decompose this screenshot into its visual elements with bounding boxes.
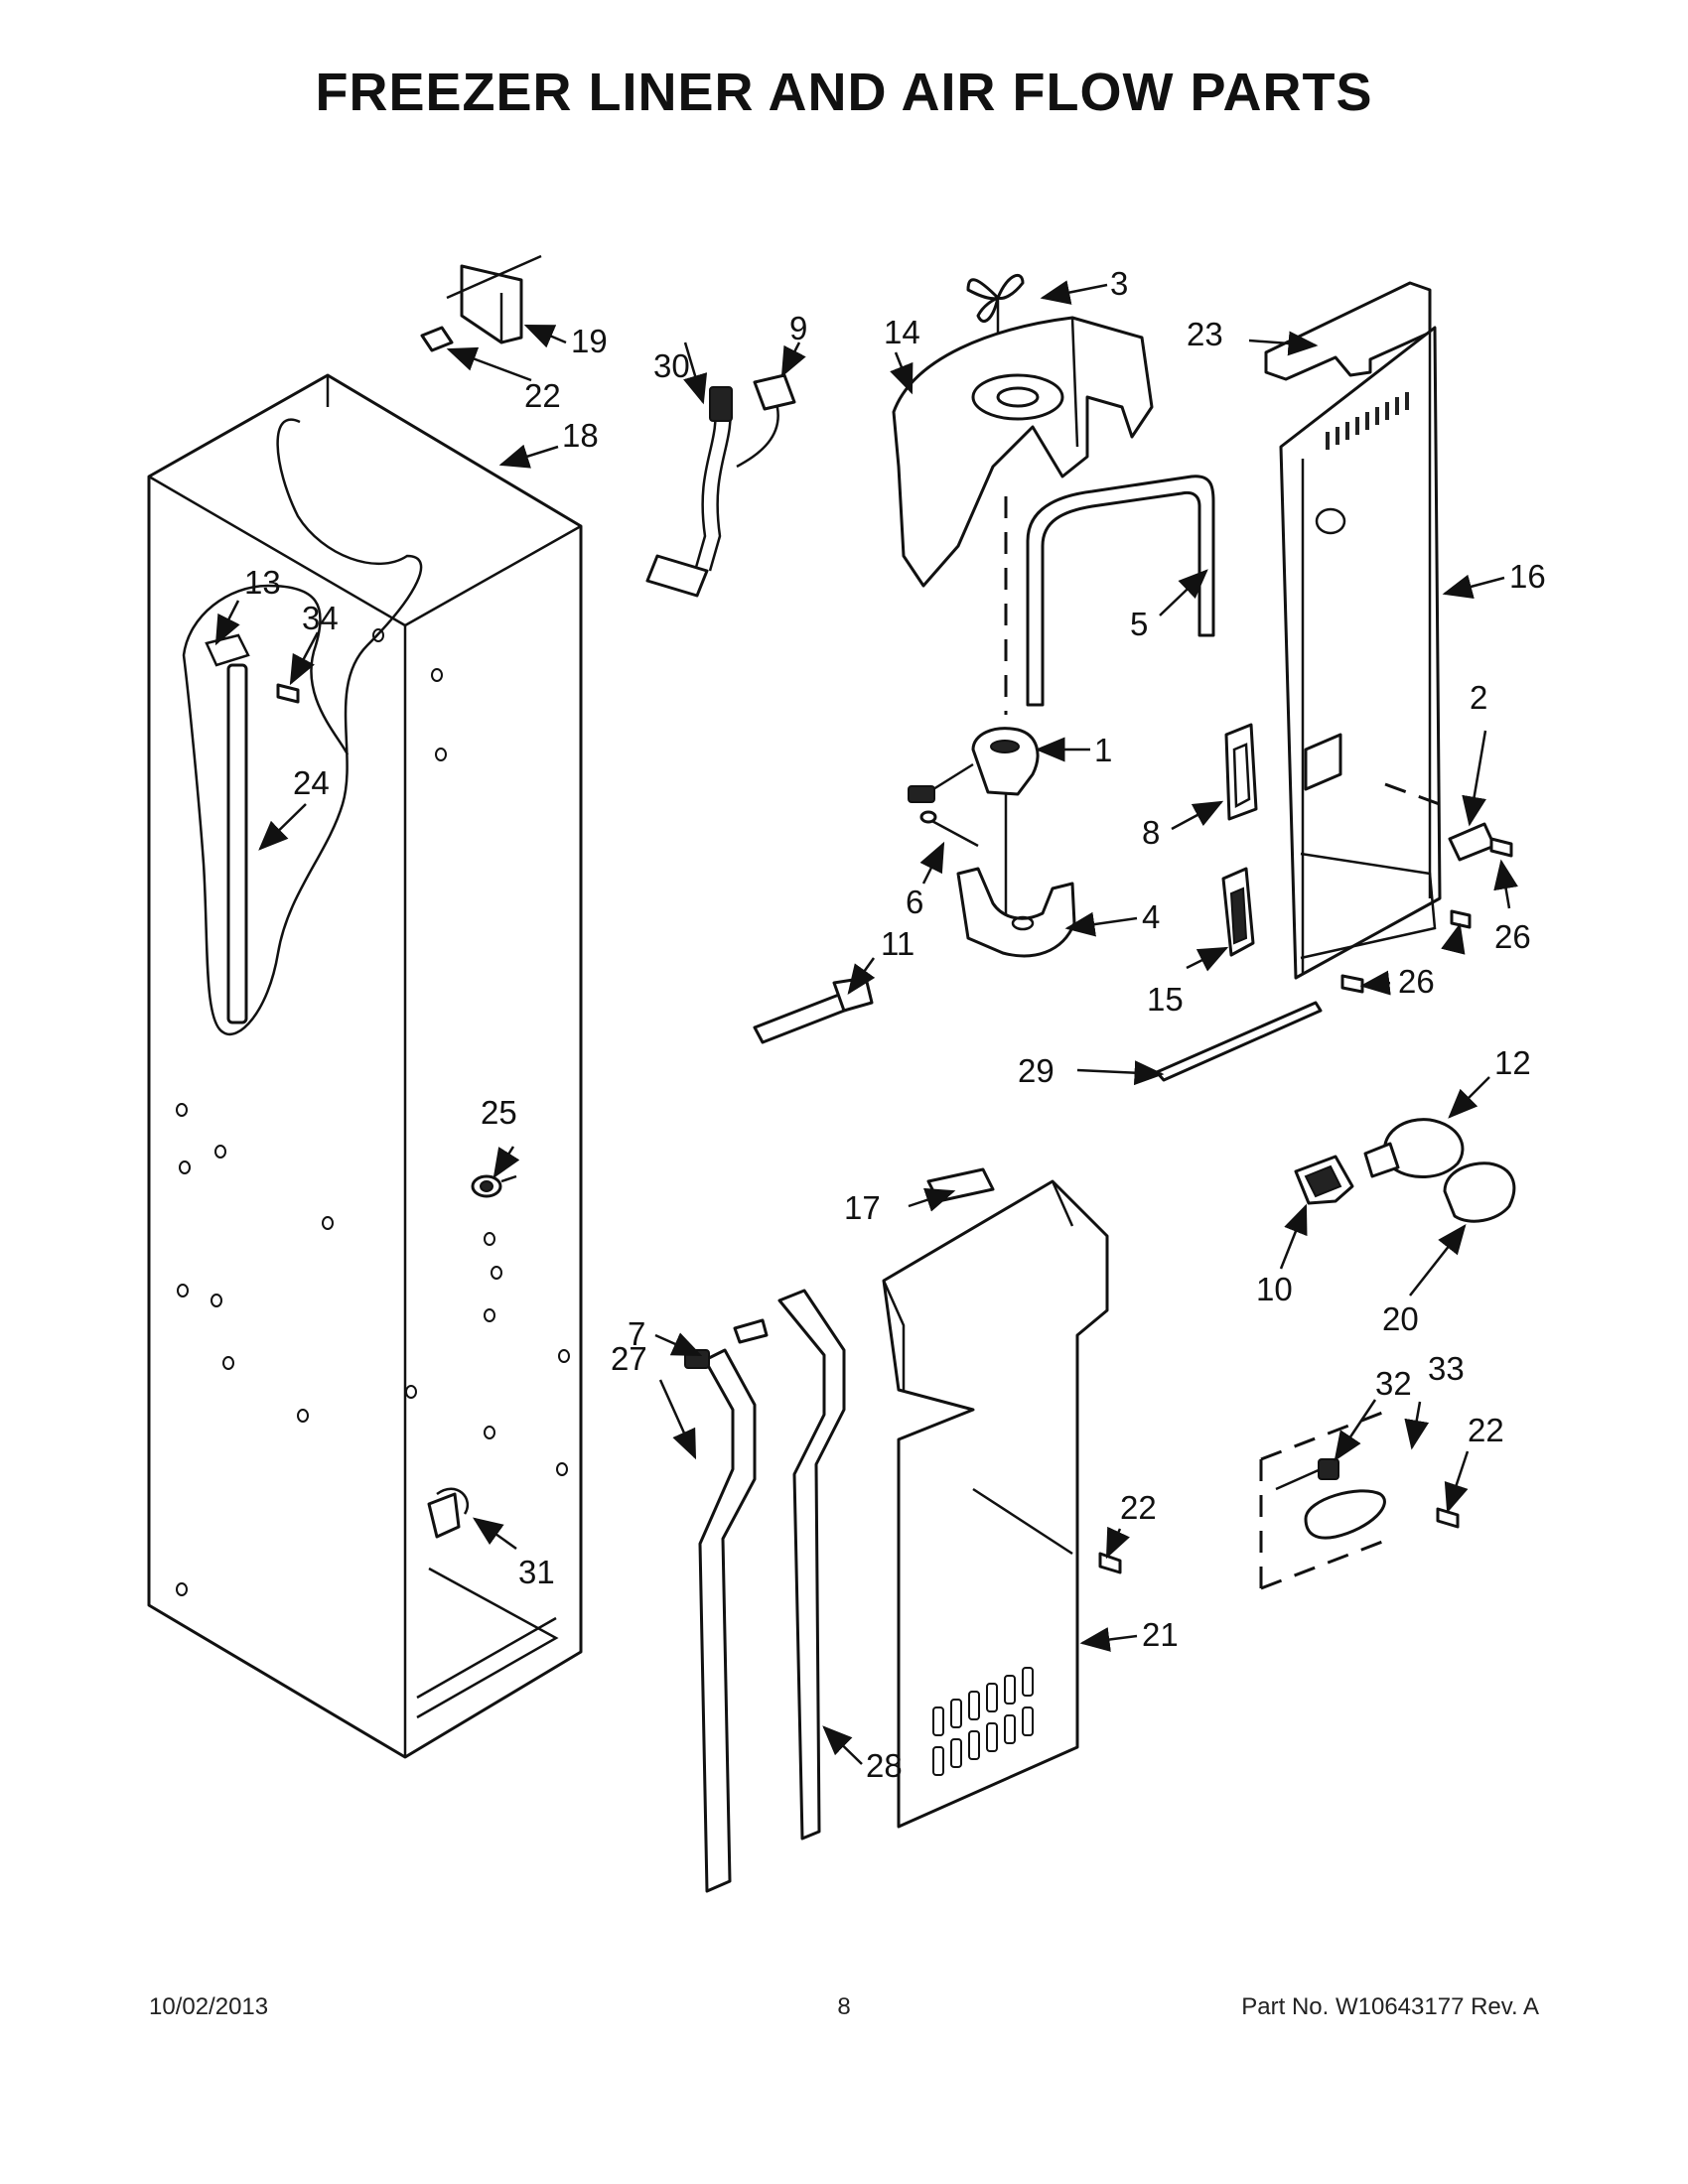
callout-20: 20 bbox=[1382, 1300, 1419, 1337]
light-shield bbox=[1443, 1161, 1516, 1223]
fan-blade bbox=[966, 273, 1025, 357]
fan-motor bbox=[908, 727, 1040, 803]
footer-date: 10/02/2013 bbox=[149, 1993, 269, 2020]
callout-11: 11 bbox=[881, 925, 914, 962]
callout-8: 8 bbox=[1142, 814, 1160, 851]
callout-14: 14 bbox=[884, 314, 920, 350]
light-module bbox=[1259, 1408, 1391, 1590]
callout-33: 33 bbox=[1428, 1350, 1465, 1387]
callout-22-top: 22 bbox=[524, 377, 561, 414]
callout-4: 4 bbox=[1142, 898, 1160, 935]
callout-29: 29 bbox=[1018, 1052, 1055, 1089]
foam-strip-28 bbox=[777, 1289, 846, 1841]
screw-34 bbox=[276, 683, 300, 704]
wire-harness bbox=[645, 373, 796, 598]
clip-31 bbox=[427, 1487, 470, 1539]
gasket-5 bbox=[1026, 475, 1215, 707]
callout-13: 13 bbox=[244, 564, 281, 601]
freezer-liner bbox=[147, 373, 583, 1759]
callout-27: 27 bbox=[611, 1340, 647, 1377]
callout-30: 30 bbox=[653, 347, 690, 384]
motor-screw bbox=[919, 810, 979, 848]
light-socket bbox=[1294, 1155, 1354, 1205]
callout-1: 1 bbox=[1094, 732, 1112, 768]
callout-18: 18 bbox=[562, 417, 599, 454]
light-bulb bbox=[1363, 1118, 1465, 1179]
connector-25 bbox=[471, 1174, 517, 1198]
callout-25: 25 bbox=[481, 1094, 517, 1131]
callout-5: 5 bbox=[1130, 606, 1148, 642]
callout-16: 16 bbox=[1509, 558, 1546, 595]
callout-26-lower: 26 bbox=[1398, 963, 1435, 1000]
callout-7: 7 bbox=[628, 1315, 645, 1352]
page-title: FREEZER LINER AND AIR FLOW PARTS bbox=[315, 63, 1373, 122]
callout-3: 3 bbox=[1110, 265, 1128, 302]
air-tower bbox=[882, 1179, 1109, 1829]
callout-24: 24 bbox=[293, 764, 330, 801]
callout-34: 34 bbox=[302, 600, 339, 636]
footer-part-number: Part No. W10643177 Rev. A bbox=[1241, 1993, 1539, 2020]
callout-17: 17 bbox=[844, 1189, 881, 1226]
callout-12: 12 bbox=[1494, 1044, 1531, 1081]
callout-2: 2 bbox=[1470, 679, 1487, 716]
part-8 bbox=[1224, 723, 1258, 821]
callout-arrows bbox=[214, 280, 1518, 1765]
bracket-19 bbox=[420, 254, 542, 352]
callout-31: 31 bbox=[518, 1554, 555, 1590]
callout-32: 32 bbox=[1375, 1365, 1412, 1402]
footer-page-number: 8 bbox=[837, 1993, 851, 2020]
motor-bracket bbox=[956, 867, 1076, 958]
callout-26-upper: 26 bbox=[1494, 918, 1531, 955]
callout-labels: 1 2 3 4 5 6 7 8 9 10 11 12 13 14 15 16 1… bbox=[244, 265, 1546, 1784]
callout-22-middle: 22 bbox=[1120, 1489, 1157, 1526]
callout-21: 21 bbox=[1142, 1616, 1179, 1653]
callout-15: 15 bbox=[1147, 981, 1184, 1018]
air-duct-panel bbox=[1279, 326, 1442, 980]
callout-22-right: 22 bbox=[1468, 1412, 1504, 1448]
baffle-15 bbox=[1221, 867, 1255, 957]
callout-6: 6 bbox=[906, 884, 923, 920]
duct-strip-27 bbox=[684, 1318, 769, 1893]
callout-28: 28 bbox=[866, 1747, 903, 1784]
callout-10: 10 bbox=[1256, 1271, 1293, 1307]
wire-tie bbox=[753, 976, 874, 1044]
fan-cover bbox=[892, 316, 1154, 588]
callout-23: 23 bbox=[1187, 316, 1223, 352]
callout-19: 19 bbox=[571, 323, 608, 359]
callout-9: 9 bbox=[789, 310, 807, 346]
